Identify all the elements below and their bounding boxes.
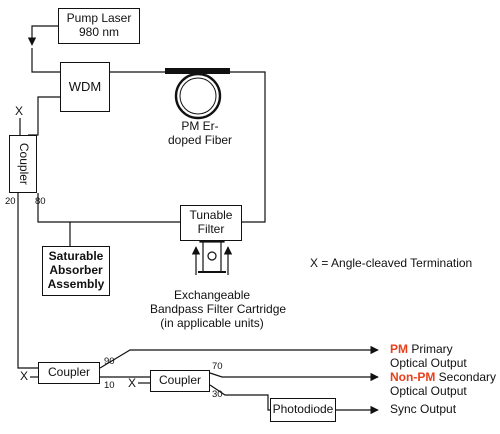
ratio-c2-30: 30: [212, 389, 223, 400]
ratio-c1-90: 90: [104, 356, 115, 367]
primary-output-line: [99, 345, 379, 369]
ratio-c2-70: 70: [212, 361, 223, 372]
secondary-output-line: [209, 372, 379, 382]
termination-x-bottom2: X: [128, 376, 137, 390]
coupler-bottom1-box: Coupler: [38, 362, 100, 384]
coupler-bottom2-box: Coupler: [150, 370, 210, 392]
ratio-left-80: 80: [35, 196, 46, 207]
legend-text: X = Angle-cleaved Termination: [310, 256, 473, 270]
pump-to-wdm-line: [27, 25, 58, 46]
filter-cartridge-icon: [198, 237, 226, 273]
coupler-left-box: Coupler: [9, 135, 37, 193]
coupler-to-filter-line: [37, 193, 71, 246]
photodiode-box: Photodiode: [270, 398, 336, 422]
pump-laser-label: Pump Laser: [66, 11, 132, 26]
wdm-to-coupler-line: [28, 96, 60, 136]
sync-output-label: Sync Output: [390, 402, 457, 416]
fiber-coil-icon: [174, 72, 222, 120]
left-coupler-output-line: [17, 193, 38, 369]
wdm-box: WDM: [60, 62, 110, 112]
ratio-left-20: 20: [5, 196, 16, 207]
fiber-to-filter-line: [230, 71, 266, 223]
coupler2-to-photodiode-line: [209, 384, 270, 411]
pm-fiber-label: PM Er-doped Fiber: [168, 119, 233, 147]
termination-x-bottom1: X: [20, 369, 29, 383]
termination-x-top: X: [15, 104, 24, 118]
coupler-left-label: Coupler: [16, 142, 31, 186]
wdm-label: WDM: [68, 78, 102, 94]
pump-laser-wavelength: 980 nm: [78, 25, 119, 39]
ratio-c1-10: 10: [104, 380, 115, 391]
fiber-bar: [165, 68, 230, 74]
